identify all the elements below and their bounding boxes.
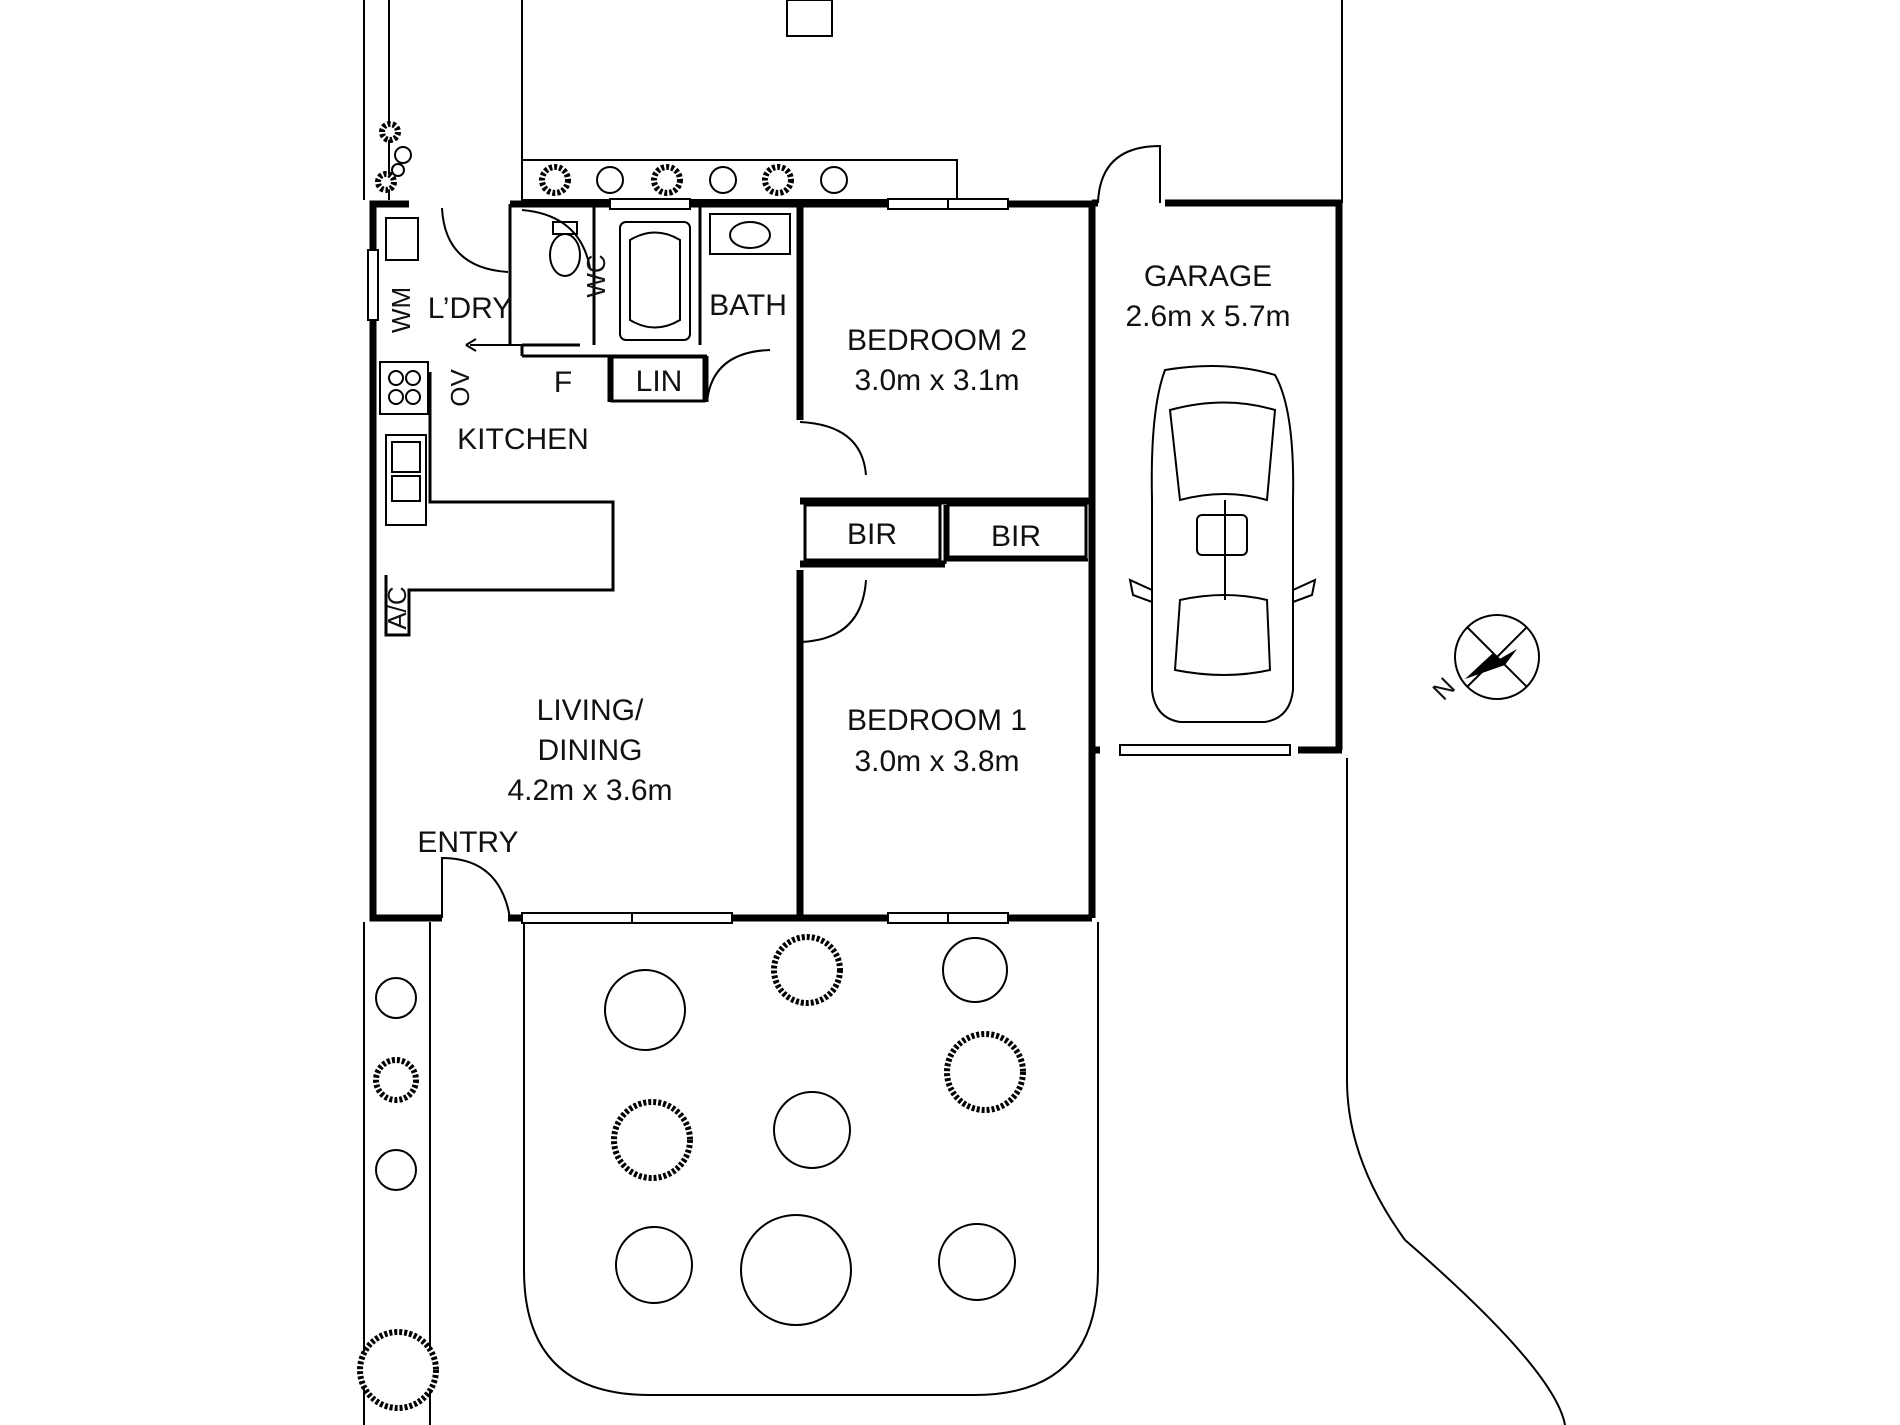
north-compass [1454,614,1540,700]
bath-name: BATH [709,289,787,322]
bedroom1-name: BEDROOM 1 [847,704,1027,737]
garage-name: GARAGE [1144,260,1272,293]
north-label: N [1426,671,1460,705]
landscaping-trees [357,121,1026,1411]
living-name-line1: LIVING/ [537,694,644,727]
kitchen-name: KITCHEN [457,423,589,456]
fixtures [379,213,791,526]
bir-left-label: BIR [847,518,897,551]
fridge-label: F [554,366,572,399]
living-size: 4.2m x 3.6m [507,774,672,807]
bir-closets [803,503,1088,562]
garage-size: 2.6m x 5.7m [1125,300,1290,333]
living-name-line2: DINING [538,734,643,767]
bedroom2-size: 3.0m x 3.1m [854,364,1019,397]
ac-label: A/C [382,586,412,629]
doors [441,144,1161,919]
bir-right-label: BIR [991,520,1041,553]
linen-label: LIN [636,365,683,398]
windows [367,198,1291,924]
site-lines [363,0,1566,1425]
bedroom1-size: 3.0m x 3.8m [854,745,1019,778]
oven-label: OV [445,369,475,407]
wc-name: WC [581,254,611,297]
washing-machine-label: WM [386,287,416,333]
room-labels: GARAGE 2.6m x 5.7m BEDROOM 2 3.0m x 3.1m… [417,254,1290,859]
car-outline [1128,365,1317,723]
entry-name: ENTRY [417,826,518,859]
laundry-name: L’DRY [428,292,513,325]
fixture-labels: WM OV F LIN A/C BIR BIR N [382,287,1461,706]
bedroom2-name: BEDROOM 2 [847,324,1027,357]
